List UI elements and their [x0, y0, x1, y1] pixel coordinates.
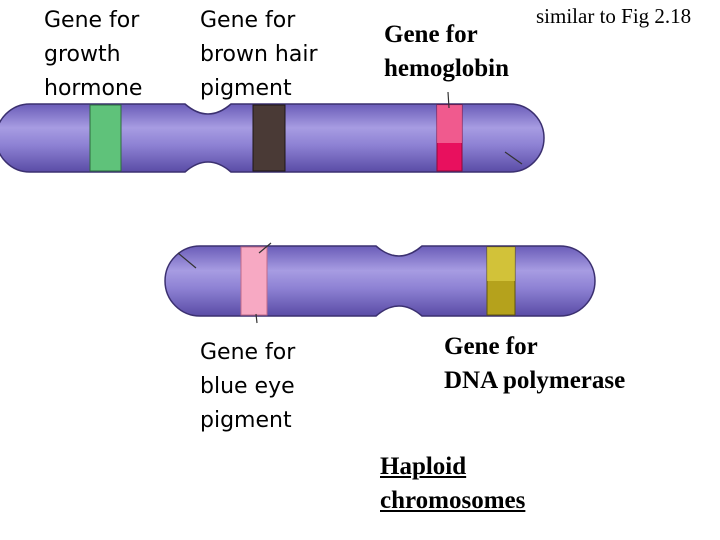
hemoglobin-band-highlight	[437, 105, 462, 143]
brown-hair-band	[252, 104, 286, 172]
dna-polymerase-band-highlight	[487, 247, 515, 281]
blue-eye-pointer-line	[255, 313, 258, 324]
chromosome-1-mark	[504, 151, 523, 165]
chromosome-2	[164, 242, 596, 324]
chromosome-2-mark-left	[177, 252, 197, 269]
label-brown-hair-pigment: Gene for brown hair pigment	[200, 8, 318, 101]
chromosome-2-mark-band	[258, 242, 272, 254]
figure-reference-note: similar to Fig 2.18	[536, 4, 692, 28]
label-hemoglobin: Gene for hemoglobin	[384, 21, 510, 82]
label-haploid-chromosomes: Haploid chromosomes	[380, 453, 526, 514]
growth-hormone-band	[89, 104, 122, 172]
label-blue-eye-pigment: Gene for blue eye pigment	[200, 340, 296, 433]
chromosome-1	[0, 91, 545, 173]
label-growth-hormone: Gene for growth hormone	[44, 8, 143, 101]
hemoglobin-pointer-line	[447, 91, 450, 109]
blue-eye-band	[240, 246, 268, 316]
chromosome-2-body	[164, 245, 596, 317]
label-dna-polymerase: Gene for DNA polymerase	[444, 333, 626, 394]
